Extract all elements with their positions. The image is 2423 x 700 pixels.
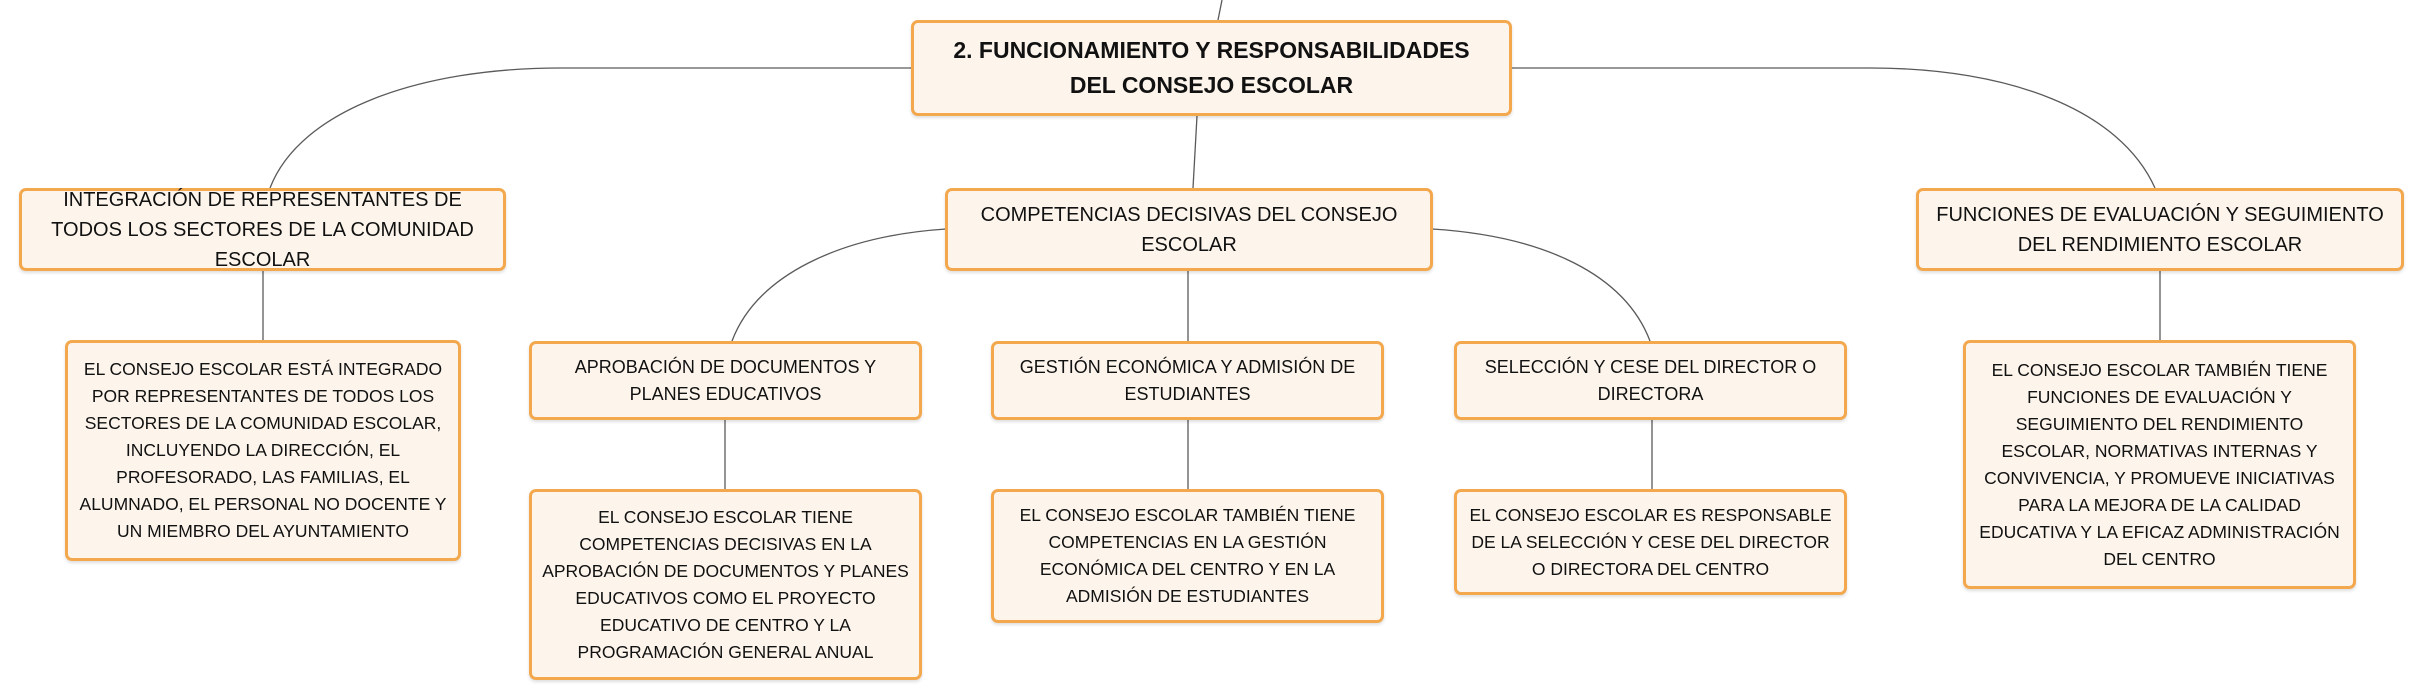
branch-node-funciones[interactable]: FUNCIONES DE EVALUACIÓN Y SEGUIMIENTO DE… bbox=[1916, 188, 2404, 271]
branch-node-label: COMPETENCIAS DECISIVAS DEL CONSEJO ESCOL… bbox=[980, 203, 1398, 256]
connector-root-to-integracion bbox=[269, 67, 913, 189]
subtopic-node-aprobacion[interactable]: APROBACIÓN DE DOCUMENTOS Y PLANES EDUCAT… bbox=[529, 341, 922, 420]
connector-competencias-to-seleccion bbox=[1431, 228, 1651, 342]
connector-root-to-funciones bbox=[1511, 67, 2156, 189]
detail-node-text: EL CONSEJO ESCOLAR TAMBIÉN TIENE FUNCION… bbox=[1979, 359, 2340, 569]
detail-node-integracion[interactable]: EL CONSEJO ESCOLAR ESTÁ INTEGRADO POR RE… bbox=[65, 340, 461, 561]
root-node-funcionamiento[interactable]: 2. FUNCIONAMIENTO Y RESPONSABILIDADES DE… bbox=[911, 20, 1512, 116]
branch-node-label: INTEGRACIÓN DE REPRESENTANTES DE TODOS L… bbox=[51, 188, 474, 271]
subtopic-node-seleccion[interactable]: SELECCIÓN Y CESE DEL DIRECTOR O DIRECTOR… bbox=[1454, 341, 1847, 420]
branch-node-integracion[interactable]: INTEGRACIÓN DE REPRESENTANTES DE TODOS L… bbox=[19, 188, 506, 271]
subtopic-node-label: APROBACIÓN DE DOCUMENTOS Y PLANES EDUCAT… bbox=[574, 356, 877, 404]
detail-node-funciones[interactable]: EL CONSEJO ESCOLAR TAMBIÉN TIENE FUNCION… bbox=[1963, 340, 2356, 589]
detail-node-text: EL CONSEJO ESCOLAR TIENE COMPETENCIAS DE… bbox=[542, 506, 909, 662]
detail-node-text: EL CONSEJO ESCOLAR ES RESPONSABLE DE LA … bbox=[1469, 504, 1832, 579]
connector-to-offscreen-parent bbox=[1217, 0, 1223, 21]
branch-node-competencias[interactable]: COMPETENCIAS DECISIVAS DEL CONSEJO ESCOL… bbox=[945, 188, 1433, 271]
detail-node-text: EL CONSEJO ESCOLAR TAMBIÉN TIENE COMPETE… bbox=[1019, 505, 1356, 606]
subtopic-node-label: GESTIÓN ECONÓMICA Y ADMISIÓN DE ESTUDIAN… bbox=[1019, 356, 1356, 404]
detail-node-seleccion[interactable]: EL CONSEJO ESCOLAR ES RESPONSABLE DE LA … bbox=[1454, 489, 1847, 595]
root-node-label: 2. FUNCIONAMIENTO Y RESPONSABILIDADES DE… bbox=[953, 37, 1470, 98]
detail-node-gestion[interactable]: EL CONSEJO ESCOLAR TAMBIÉN TIENE COMPETE… bbox=[991, 489, 1384, 623]
subtopic-node-label: SELECCIÓN Y CESE DEL DIRECTOR O DIRECTOR… bbox=[1484, 356, 1817, 404]
connector-root-to-competencias bbox=[1192, 115, 1198, 189]
branch-node-label: FUNCIONES DE EVALUACIÓN Y SEGUIMIENTO DE… bbox=[1936, 203, 2384, 256]
detail-node-text: EL CONSEJO ESCOLAR ESTÁ INTEGRADO POR RE… bbox=[79, 359, 447, 541]
detail-node-aprobacion[interactable]: EL CONSEJO ESCOLAR TIENE COMPETENCIAS DE… bbox=[529, 489, 922, 680]
connector-competencias-to-aprobacion bbox=[731, 228, 947, 342]
subtopic-node-gestion[interactable]: GESTIÓN ECONÓMICA Y ADMISIÓN DE ESTUDIAN… bbox=[991, 341, 1384, 420]
